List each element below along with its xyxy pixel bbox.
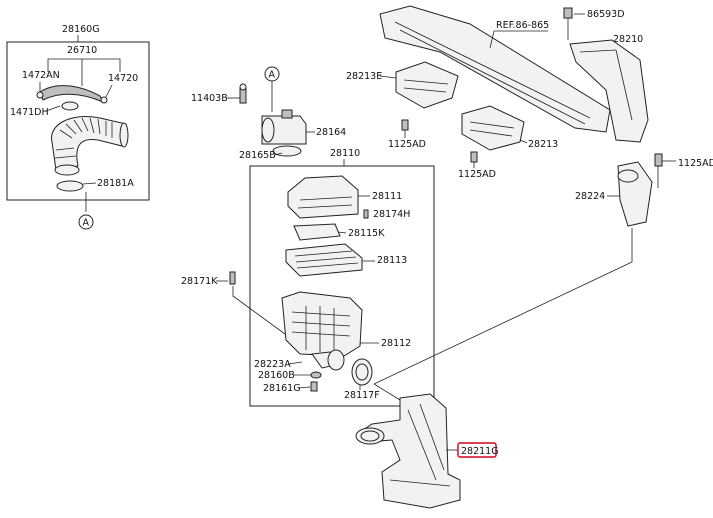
label-28210: 28210 bbox=[613, 34, 643, 45]
bolt-28171K bbox=[229, 271, 236, 285]
air-cleaner-box bbox=[249, 165, 435, 407]
label-28174H: 28174H bbox=[373, 209, 410, 220]
label-1472AN: 1472AN bbox=[22, 70, 60, 81]
label-1125AD-a: 1125AD bbox=[388, 139, 426, 150]
callout-a-bottom-letter: A bbox=[83, 218, 90, 229]
label-28213: 28213 bbox=[528, 139, 558, 150]
hose-clamp-right bbox=[100, 96, 108, 104]
label-28164: 28164 bbox=[316, 127, 346, 138]
seal-28117F bbox=[351, 358, 373, 386]
label-86593D: 86593D bbox=[587, 9, 625, 20]
clip-28174H bbox=[363, 209, 369, 219]
bracket-28213E bbox=[395, 61, 459, 109]
bolt-1125AD-b bbox=[470, 151, 478, 163]
label-28224: 28224 bbox=[575, 191, 605, 202]
hose-detail-group: 28160G 26710 1472AN 14720 1471DH bbox=[6, 24, 150, 230]
callout-a-bottom bbox=[78, 214, 94, 230]
hose-clamp-left bbox=[36, 91, 44, 99]
fastener-86593D bbox=[563, 7, 573, 19]
breather-hose bbox=[39, 85, 105, 104]
hose-clamp-28181A bbox=[56, 180, 84, 192]
clamp-1471DH bbox=[61, 101, 79, 111]
label-1471DH: 1471DH bbox=[10, 107, 49, 118]
grommet-28160B bbox=[310, 371, 322, 379]
label-28161G: 28161G bbox=[263, 383, 301, 394]
label-28160G: 28160G bbox=[62, 24, 100, 35]
label-28213E: 28213E bbox=[346, 71, 382, 82]
intake-duct-28210 bbox=[569, 39, 649, 143]
intake-hose-26710 bbox=[51, 116, 129, 176]
air-cleaner-assembly-group: 28110 28111 28174H 28115K 28113 28171K bbox=[181, 148, 435, 407]
highlight-box-28211G bbox=[457, 442, 497, 458]
label-28112: 28112 bbox=[381, 338, 411, 349]
label-26710: 26710 bbox=[67, 45, 97, 56]
label-28181A: 28181A bbox=[97, 178, 134, 189]
label-1125AD-c: 1125AD bbox=[678, 158, 713, 169]
cleaner-outlet bbox=[327, 349, 345, 371]
label-11403B: 11403B bbox=[191, 93, 228, 104]
label-28113: 28113 bbox=[377, 255, 407, 266]
label-28211G: 28211G bbox=[461, 446, 499, 457]
label-28165B: 28165B bbox=[239, 150, 276, 161]
label-28223A: 28223A bbox=[254, 359, 291, 370]
front-end-panel bbox=[379, 5, 611, 133]
maf-sensor-group: A 11403B 28164 28165B bbox=[191, 66, 346, 161]
bolt-28161G bbox=[310, 381, 318, 392]
bracket-28213 bbox=[461, 105, 525, 151]
hose-detail-box bbox=[6, 41, 150, 201]
label-28115K: 28115K bbox=[348, 228, 385, 239]
bolt-11403B bbox=[239, 88, 247, 104]
label-28110: 28110 bbox=[330, 148, 360, 159]
label-14720: 14720 bbox=[108, 73, 138, 84]
callout-a-top-letter: A bbox=[269, 70, 276, 81]
label-28111: 28111 bbox=[372, 191, 402, 202]
label-1125AD-b: 1125AD bbox=[458, 169, 496, 180]
duct-assembly-group: REF.86-865 86593D 28210 28213E 1125AD 28… bbox=[346, 5, 713, 509]
bolt-1125AD-c bbox=[654, 153, 663, 167]
resonator-28211G bbox=[359, 393, 461, 509]
bolt-1125AD-a bbox=[401, 119, 409, 131]
label-ref-86-865: REF.86-865 bbox=[496, 20, 549, 31]
label-28117F: 28117F bbox=[344, 390, 380, 401]
filter-frame-28115K bbox=[293, 223, 341, 241]
label-28171K: 28171K bbox=[181, 276, 218, 287]
label-28160B: 28160B bbox=[258, 370, 295, 381]
